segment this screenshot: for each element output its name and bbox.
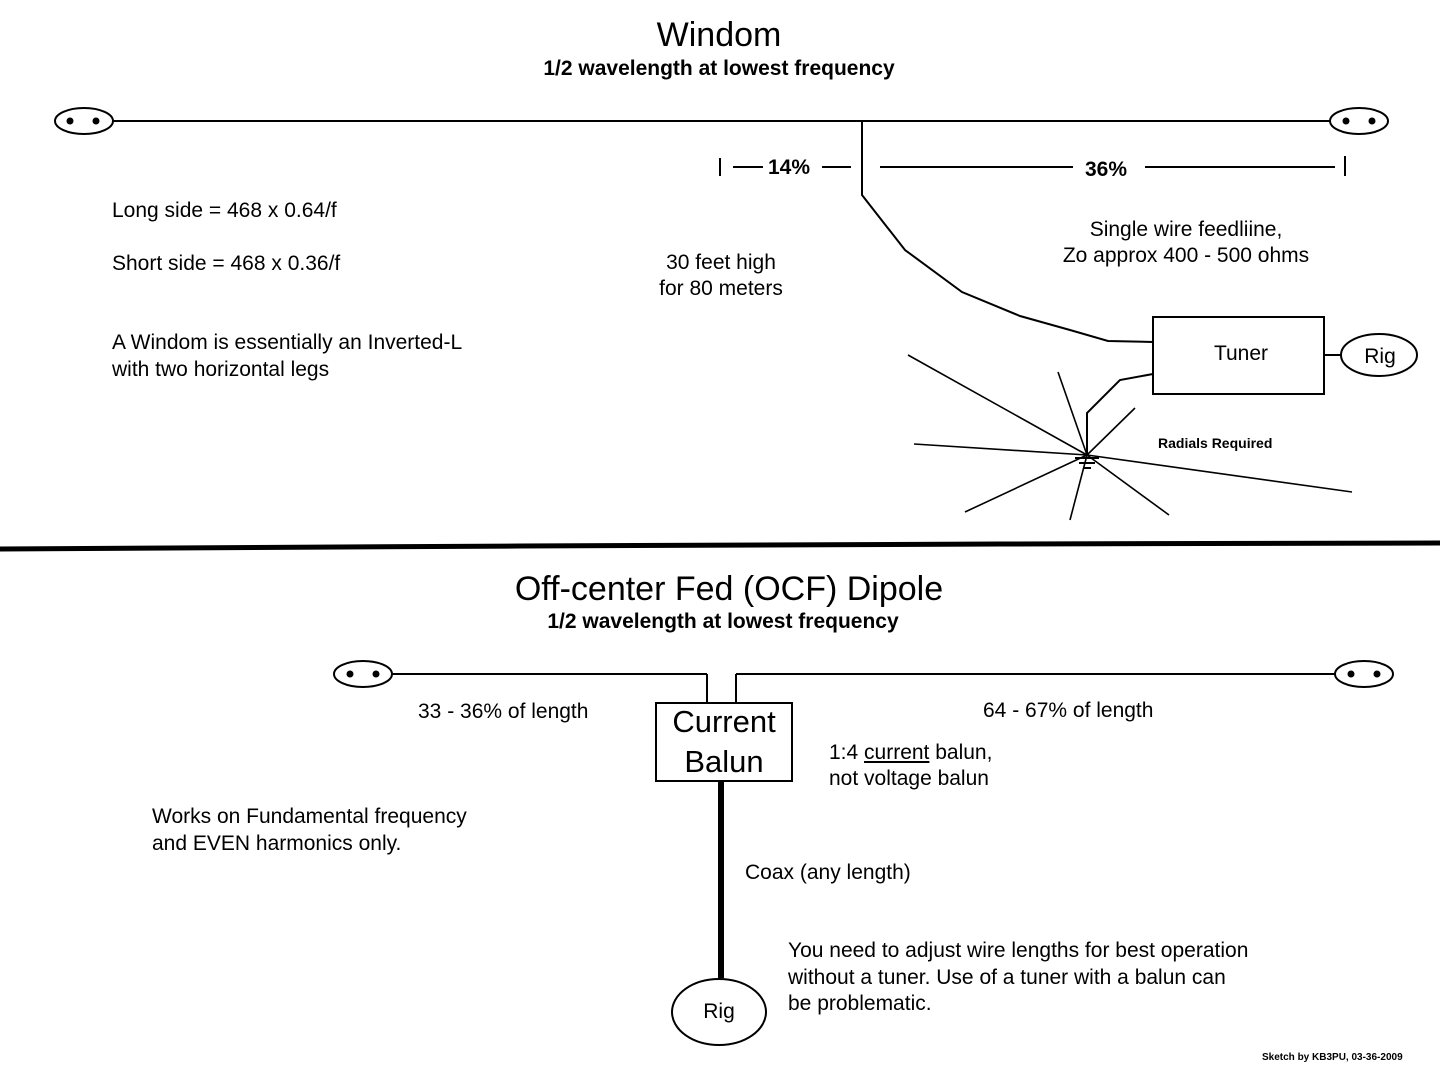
windom-left-insulator [54,107,114,135]
windom-rig-oval [1340,333,1418,377]
windom-rig-label: Rig [1364,345,1396,368]
ocf-title: Off-center Fed (OCF) Dipole [514,570,944,608]
windom-feedline [861,121,1154,343]
windom-right-insulator [1329,107,1389,135]
windom-dimension-long [880,156,1346,176]
adjust-note-line2: without a tuner. Use of a tuner with a b… [788,966,1226,989]
works-note-line2: and EVEN harmonics only. [152,832,402,855]
sketch-credit: Sketch by KB3PU, 03-36-2009 [1262,1052,1403,1063]
ocf-right-length: 64 - 67% of length [983,699,1154,722]
windom-note-line1: A Windom is essentially an Inverted-L [112,331,463,354]
radials [907,354,1353,521]
windom-note-line2: with two horizontal legs [112,358,330,381]
tuner-label: Tuner [1213,342,1269,365]
windom-dimension-short [719,158,851,176]
ocf-left-insulator [333,660,393,688]
ocf-right-insulator [1334,660,1394,688]
balun-label-line2: Balun [684,744,764,779]
windom-subtitle: 1/2 wavelength at lowest frequency [543,57,895,80]
ocf-left-length: 33 - 36% of length [418,700,589,723]
windom-height-line2: for 80 meters [659,277,783,300]
balun-note-current: current [864,741,930,764]
feedline-note-line2: Zo approx 400 - 500 ohms [1062,244,1310,267]
adjust-note-line3: be problematic. [788,992,932,1015]
feedline-note-line1: Single wire feedliine, [1089,218,1283,241]
short-side-formula: Short side = 468 x 0.36/f [112,252,341,275]
works-note-line1: Works on Fundamental frequency [152,805,467,828]
balun-note-line1: 1:4 current balun, [829,741,993,764]
windom-ground-lead [1086,373,1154,455]
radials-label: Radials Required [1158,435,1273,451]
windom-short-percent: 14% [768,156,811,179]
windom-long-percent: 36% [1085,158,1128,181]
balun-label-line1: Current [672,704,776,739]
ocf-subtitle: 1/2 wavelength at lowest frequency [547,610,899,633]
windom-title: Windom [656,16,782,54]
coax-label: Coax (any length) [745,861,911,884]
ocf-rig-circle [671,978,767,1046]
balun-note-line2: not voltage balun [829,767,989,790]
section-divider [0,540,1440,552]
adjust-note-line1: You need to adjust wire lengths for best… [788,939,1249,962]
windom-height-line1: 30 feet high [666,251,776,274]
ocf-rig-label: Rig [703,1000,735,1023]
long-side-formula: Long side = 468 x 0.64/f [112,199,337,222]
